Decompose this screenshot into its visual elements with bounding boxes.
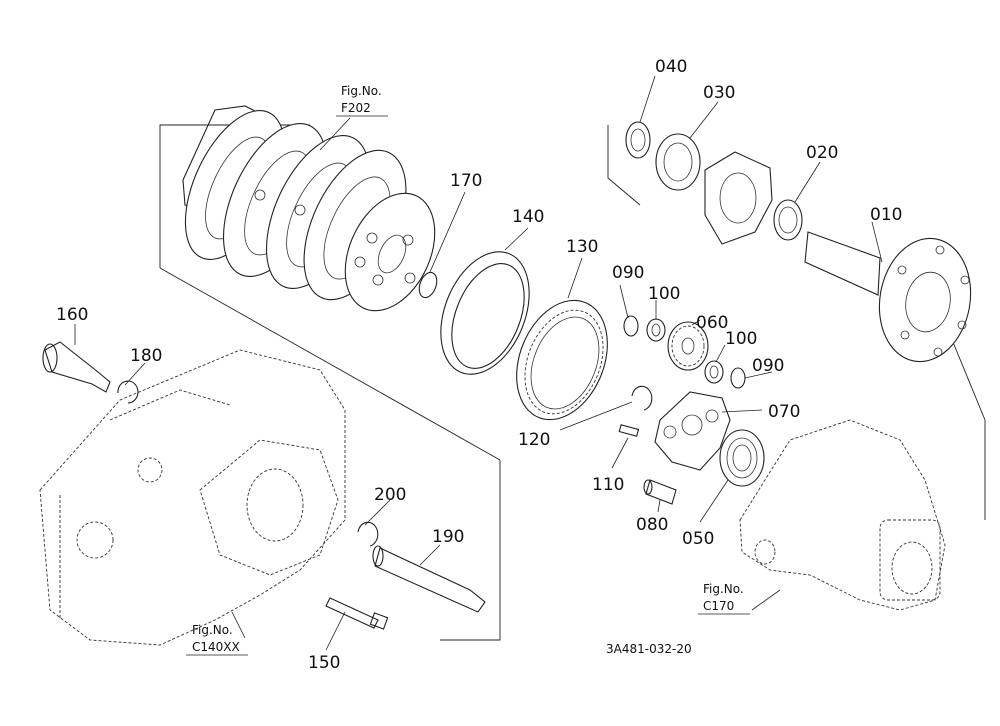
part-label-120: 120 <box>518 430 550 450</box>
planet-carrier-070 <box>654 391 731 471</box>
snap-ring-180 <box>117 380 139 404</box>
leader-lines <box>74 75 883 651</box>
figure-ref-c170-number: C170 <box>703 599 734 613</box>
part-label-030: 030 <box>703 83 735 103</box>
part-label-130: 130 <box>566 237 598 257</box>
snap-ring-200 <box>357 521 379 547</box>
part-labels: 010 020 030 040 050 060 070 080 090 090 … <box>56 57 902 673</box>
figure-ref-c170: Fig.No. C170 <box>698 582 750 615</box>
clutch-plate-stack <box>182 105 436 312</box>
final-drive-housing <box>739 419 946 611</box>
figure-ref-c170-caption: Fig.No. <box>703 582 744 596</box>
part-label-140: 140 <box>512 207 544 227</box>
axle-assembly <box>625 121 972 363</box>
part-label-070: 070 <box>768 402 800 422</box>
o-ring-170 <box>418 271 438 299</box>
ring-gear-130 <box>516 299 608 421</box>
figure-ref-f202-number: F202 <box>341 101 371 115</box>
part-label-060: 060 <box>696 313 728 333</box>
part-label-200: 200 <box>374 485 406 505</box>
pin-110 <box>618 424 640 437</box>
transmission-case <box>39 349 346 646</box>
shaft-190 <box>372 545 486 613</box>
part-label-110: 110 <box>592 475 624 495</box>
part-label-040: 040 <box>655 57 687 77</box>
figure-ref-c140-caption: Fig.No. <box>192 623 233 637</box>
ring-140 <box>440 251 530 375</box>
part-label-190: 190 <box>432 527 464 547</box>
part-label-100-right: 100 <box>725 329 757 349</box>
figure-ref-c140-number: C140XX <box>192 640 240 654</box>
bearing-050 <box>719 429 765 487</box>
part-label-180: 180 <box>130 346 162 366</box>
figure-ref-f202: Fig.No. F202 <box>336 84 388 117</box>
part-label-080: 080 <box>636 515 668 535</box>
part-label-050: 050 <box>682 529 714 549</box>
shaft-160 <box>42 341 111 393</box>
part-label-010: 010 <box>870 205 902 225</box>
part-label-020: 020 <box>806 143 838 163</box>
planet-gear-parts <box>623 315 746 389</box>
figure-ref-c140: Fig.No. C140XX <box>186 623 248 656</box>
figure-ref-f202-caption: Fig.No. <box>341 84 382 98</box>
drawing-code: 3A481-032-20 <box>606 642 692 656</box>
part-label-170: 170 <box>450 171 482 191</box>
shaft-080 <box>643 479 677 505</box>
part-label-090-right: 090 <box>752 356 784 376</box>
part-label-150: 150 <box>308 653 340 673</box>
part-label-160: 160 <box>56 305 88 325</box>
part-label-100-left: 100 <box>648 284 680 304</box>
snap-ring-120 <box>631 385 653 411</box>
part-label-090-left: 090 <box>612 263 644 283</box>
pin-150 <box>325 597 389 630</box>
